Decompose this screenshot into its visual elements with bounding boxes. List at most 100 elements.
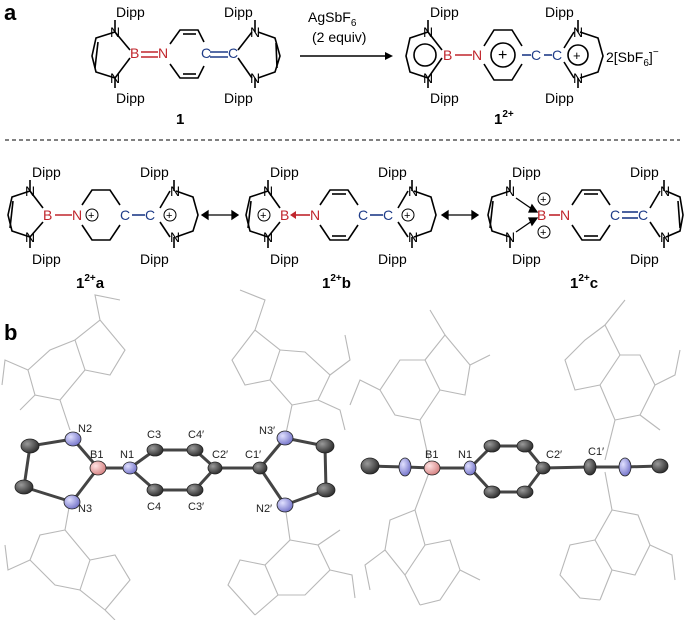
carbon-atom [20, 438, 40, 454]
dipp-label: Dipp [224, 90, 253, 106]
atom-n: N [158, 45, 168, 61]
carbon-atom [252, 461, 268, 475]
reagent-label: AgSbF6 [308, 9, 357, 29]
crystal-atoms-right [360, 439, 669, 499]
svg-text:C4: C4 [147, 501, 161, 513]
boron-atom [423, 460, 441, 476]
svg-text:+: + [88, 210, 94, 222]
dipp-wireframe-right [349, 299, 681, 606]
carbon-atom [583, 458, 597, 476]
svg-text:N: N [25, 229, 35, 245]
svg-text:N: N [310, 207, 320, 223]
dipp-label: Dipp [116, 4, 145, 20]
carbon-atom [483, 439, 501, 453]
dipp-label: Dipp [224, 4, 253, 20]
dative-arrow-head [290, 211, 296, 219]
carbon-atom [146, 443, 164, 457]
reactant-structure [91, 20, 281, 88]
resonance-structure-c [487, 180, 684, 248]
carbon-atom [360, 457, 380, 475]
nitrogen-atom [618, 457, 632, 477]
svg-text:C: C [145, 207, 155, 223]
carbon-atom [186, 483, 204, 497]
svg-text:C2′: C2′ [546, 449, 562, 461]
reaction-arrow: AgSbF6 (2 equiv) [300, 9, 393, 60]
compound-label-b: 12+b [322, 273, 351, 292]
conditions-label: (2 equiv) [312, 29, 366, 45]
resonance-arrow [440, 209, 480, 221]
counterion-label: 2[SbF6]− [606, 47, 659, 69]
nitrogen-atom [463, 460, 477, 476]
nitrogen-atom [276, 430, 294, 446]
svg-text:+: + [404, 210, 410, 222]
svg-text:+: + [540, 227, 546, 239]
resonance-labels-c: N N B + + N C C N N Dipp Dipp Dipp Dipp … [505, 164, 670, 292]
svg-text:N: N [660, 229, 670, 245]
atom-n: N [423, 70, 433, 86]
crystal-labels-left: N2 N3 B1 N1 C3 C4 C4′ C3′ C2′ C1′ N3′ N2… [78, 423, 275, 515]
svg-text:Dipp: Dipp [512, 251, 541, 267]
carbon-atom [483, 485, 501, 499]
svg-text:Dipp: Dipp [630, 164, 659, 180]
nitrogen-atom [276, 497, 294, 513]
crystal-bonds-right [369, 444, 661, 494]
svg-text:N: N [408, 183, 418, 199]
svg-text:C: C [610, 207, 620, 223]
svg-text:+: + [540, 194, 546, 206]
atom-b: B [130, 45, 139, 61]
svg-text:N: N [263, 183, 273, 199]
svg-text:C: C [120, 207, 130, 223]
dipp-label: Dipp [430, 90, 459, 106]
carbon-atom [207, 461, 223, 475]
carbon-atom [535, 461, 551, 475]
reactant-labels: N N B N C C N N Dipp Dipp Dipp Dipp 1 [110, 4, 260, 128]
carbon-atom [516, 485, 534, 499]
svg-text:C: C [383, 207, 393, 223]
dipp-label: Dipp [545, 90, 574, 106]
compound-label-c: 12+c [570, 273, 598, 292]
svg-text:+: + [260, 210, 266, 222]
crystal-bonds-left [22, 436, 328, 507]
panel-label-b: b [4, 320, 17, 345]
dative-arrows-c [515, 197, 539, 233]
svg-text:C: C [638, 207, 648, 223]
panel-label-a: a [4, 0, 17, 25]
compound-label-product: 12+ [494, 109, 514, 128]
svg-text:Dipp: Dipp [512, 164, 541, 180]
carbon-atom [186, 443, 204, 457]
dipp-label: Dipp [545, 4, 574, 20]
atom-n: N [110, 24, 120, 40]
svg-text:N2′: N2′ [256, 503, 272, 515]
atom-n: N [472, 47, 482, 63]
svg-text:N: N [560, 207, 570, 223]
compound-label-a: 12+a [76, 273, 105, 292]
svg-text:+: + [166, 210, 172, 222]
svg-text:C3′: C3′ [188, 501, 204, 513]
compound-label-1: 1 [176, 111, 184, 128]
svg-text:N: N [408, 229, 418, 245]
svg-text:N: N [660, 183, 670, 199]
dipp-label: Dipp [116, 90, 145, 106]
svg-text:N: N [505, 229, 515, 245]
svg-text:N: N [72, 207, 82, 223]
svg-text:Dipp: Dipp [630, 251, 659, 267]
atom-c: C [228, 45, 238, 61]
svg-text:N3′: N3′ [259, 425, 275, 437]
svg-text:C1′: C1′ [245, 449, 261, 461]
dipp-wireframe-left [1, 289, 356, 620]
resonance-structure-b [245, 180, 437, 248]
svg-text:N: N [263, 229, 273, 245]
dipp-label: Dipp [430, 4, 459, 20]
svg-text:B: B [280, 207, 289, 223]
svg-text:B: B [43, 207, 52, 223]
carbon-atom [146, 483, 164, 497]
product-labels: N N B N + C C + N N Dipp Dipp Dipp Dipp … [423, 4, 659, 128]
svg-text:Dipp: Dipp [270, 251, 299, 267]
svg-text:N3: N3 [78, 503, 92, 515]
svg-text:N2: N2 [78, 423, 92, 435]
atom-n: N [250, 24, 260, 40]
svg-text:Dipp: Dipp [140, 164, 169, 180]
crystal-labels-right: B1 N1 C2′ C1′ [425, 446, 604, 461]
atom-c: C [531, 47, 541, 63]
